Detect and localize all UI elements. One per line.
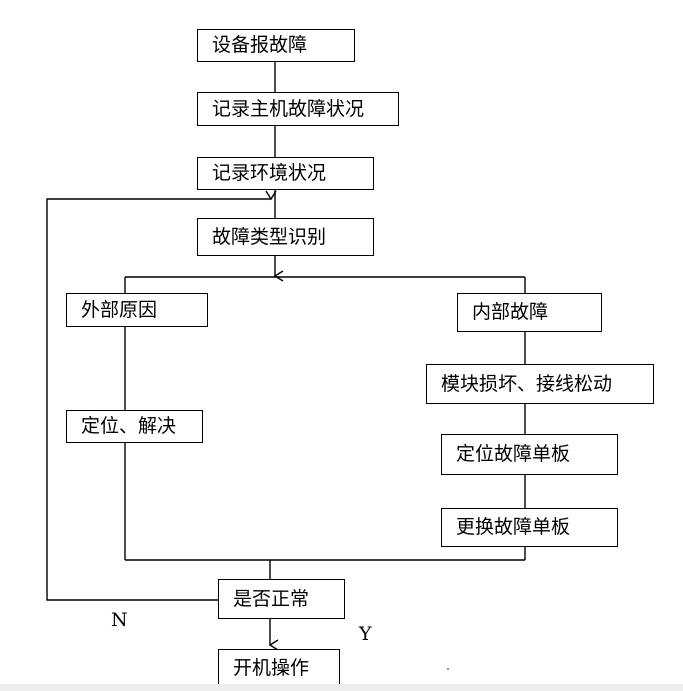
stray-dot <box>447 668 449 670</box>
node-external-cause-label: 外部原因 <box>81 298 158 321</box>
node-power-on-label: 开机操作 <box>233 657 310 679</box>
node-internal-fault: 内部故障 <box>457 293 602 332</box>
label-no: N <box>111 609 128 631</box>
node-identify-fault-type: 故障类型识别 <box>197 218 374 256</box>
node-report-fault: 设备报故障 <box>197 29 355 62</box>
node-is-normal-label: 是否正常 <box>233 587 310 610</box>
bottom-band <box>0 684 683 691</box>
node-identify-fault-type-label: 故障类型识别 <box>212 225 327 248</box>
node-locate-resolve-label: 定位、解决 <box>81 415 177 437</box>
connector-no-loop <box>46 190 277 601</box>
node-replace-board: 更换故障单板 <box>441 508 618 547</box>
label-yes: Y <box>359 623 372 645</box>
node-report-fault-label: 设备报故障 <box>212 34 308 56</box>
node-record-environment: 记录环境状况 <box>197 157 374 190</box>
node-is-normal: 是否正常 <box>218 579 345 619</box>
node-internal-fault-label: 内部故障 <box>472 301 549 323</box>
node-record-environment-label: 记录环境状况 <box>212 162 327 184</box>
node-module-damage-label: 模块损坏、接线松动 <box>441 372 613 395</box>
node-locate-board: 定位故障单板 <box>441 434 618 475</box>
node-external-cause: 外部原因 <box>66 293 208 327</box>
node-record-host-fault-label: 记录主机故障状况 <box>212 97 365 120</box>
node-record-host-fault: 记录主机故障状况 <box>197 92 399 126</box>
node-module-damage: 模块损坏、接线松动 <box>426 364 654 404</box>
node-replace-board-label: 更换故障单板 <box>456 516 571 538</box>
node-power-on: 开机操作 <box>218 649 340 688</box>
node-locate-board-label: 定位故障单板 <box>456 443 571 465</box>
node-locate-resolve: 定位、解决 <box>66 410 203 443</box>
